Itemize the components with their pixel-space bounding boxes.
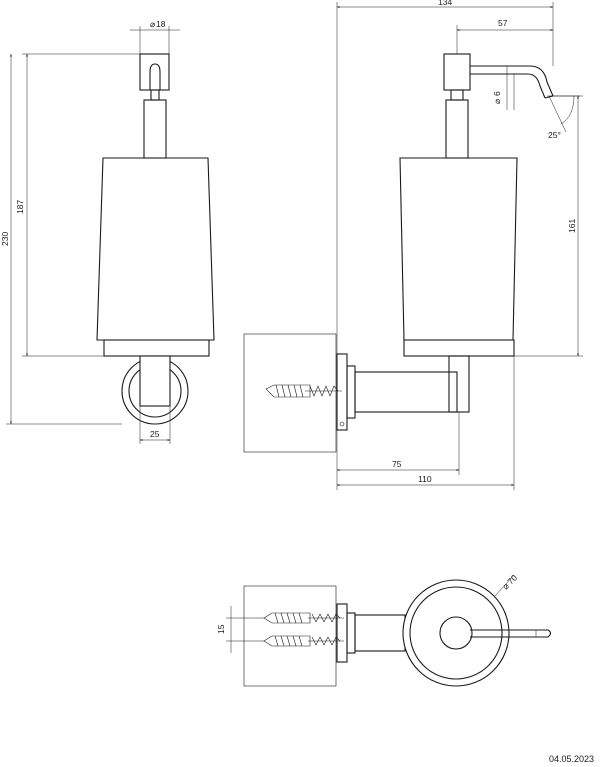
dim-spout-angle: 25° [548,130,561,140]
dim-depth-110: 110 [418,474,432,484]
side-wall-plate [336,353,348,431]
side-spout [470,65,554,99]
front-pump-stem [143,99,167,159]
front-container [96,157,215,341]
side-bracket-ring [448,355,470,413]
top-plate-flange [346,612,356,654]
front-bracket-arm [139,355,171,407]
side-pump-stem [445,99,469,159]
top-wall-section [243,585,337,687]
dim-height-230: 230 [0,232,10,246]
side-grub-screw [339,421,345,427]
front-view: ⌀ 18 187 230 25 [0,19,215,444]
top-pump-head [439,616,473,650]
side-spout-tip [544,95,554,99]
front-container-base [103,339,210,357]
dim-width-57: 57 [498,18,508,28]
side-diameter-symbol: ⌀ [492,98,502,104]
side-wall-section [243,333,337,453]
top-anchor-lower [263,635,344,647]
side-anchor [265,384,342,398]
side-bracket-arm [354,371,458,413]
top-view: 15 ⌀ 70 [216,572,552,687]
side-pump-head [443,53,471,91]
drawing-date: 04.05.2023 [548,754,594,764]
dim-spout-diameter: 6 [492,91,502,96]
dim-spacing-15: 15 [216,624,226,634]
dim-height-187: 187 [15,200,25,214]
side-container [399,157,518,341]
top-anchor-upper [263,612,344,624]
side-view: 134 57 ⌀ 6 25° 161 75 110 [243,0,583,490]
front-spout-loop [149,63,161,90]
side-plate-flange [346,365,356,419]
side-container-base [403,339,515,357]
dim-height-161: 161 [567,219,577,233]
dim-depth-75: 75 [392,459,402,469]
dim-width-134: 134 [438,0,452,7]
front-pump-head [139,53,170,91]
front-diameter-symbol: ⌀ [150,19,156,29]
top-diameter-symbol: ⌀ [500,580,511,591]
dim-bracket-width: 25 [150,429,160,439]
top-bracket-arm [354,614,406,652]
top-container-inner [409,586,503,680]
side-pump-connector [450,89,464,101]
top-wall-plate [336,603,348,663]
dim-top-diameter: 18 [156,19,166,29]
top-spout [470,629,552,638]
front-pump-connector [150,89,160,101]
